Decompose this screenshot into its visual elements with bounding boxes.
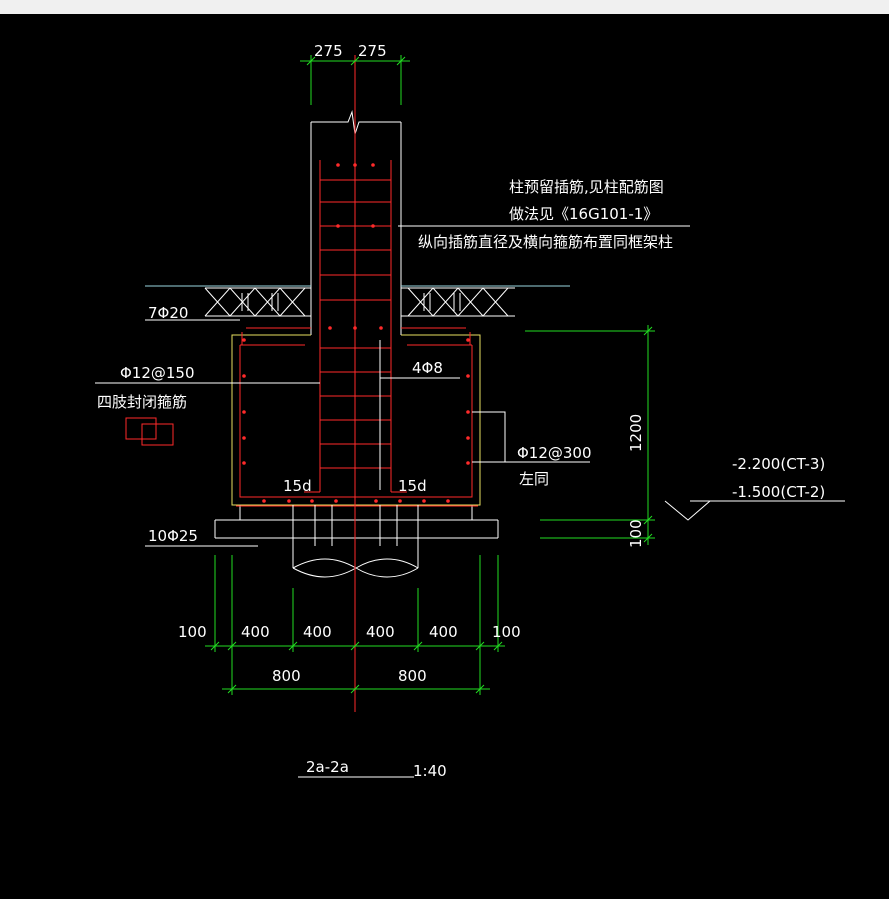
label-stirrup-desc: 四肢封闭箍筋: [97, 393, 187, 411]
pile-cap-rebar: [236, 327, 478, 507]
label-top-bars: 7Φ20: [148, 304, 188, 322]
stirrup-detail-symbol: [125, 417, 174, 446]
section-scale: 1:40: [413, 762, 447, 780]
label-side-bars: Φ12@300: [517, 444, 592, 462]
label-anchor-left: 15d: [283, 477, 312, 495]
dim-height-pad: 100: [627, 519, 645, 548]
dim-top-right: 275: [358, 42, 387, 60]
pile-cap-outline: [214, 334, 499, 539]
dim-total-left: 800: [272, 667, 301, 685]
pile-cap-rebar-dots: [242, 338, 470, 503]
label-elev-2: -1.500(CT-2): [732, 483, 825, 501]
pile-head: [292, 505, 419, 578]
column-rebar-dots: [328, 163, 383, 330]
note-line-3: 纵向插筋直径及横向箍筋布置同框架柱: [418, 233, 673, 251]
side-bar-bracket: [472, 411, 506, 463]
note-line-1: 柱预留插筋,见柱配筋图: [509, 178, 664, 196]
column-outline: [310, 110, 402, 335]
dim-bottom-6: 100: [492, 623, 521, 641]
dim-bottom-4: 400: [366, 623, 395, 641]
dim-height-main: 1200: [627, 414, 645, 452]
label-bottom-bars: 10Φ25: [148, 527, 198, 545]
dim-bottom-2: 400: [241, 623, 270, 641]
dim-bottom-1: 100: [178, 623, 207, 641]
window-top-bar: [0, 0, 889, 14]
dim-total-right: 800: [398, 667, 427, 685]
dimension-lines: [205, 55, 655, 695]
leader-lines: [95, 225, 845, 547]
label-elev-1: -2.200(CT-3): [732, 455, 825, 473]
cad-drawing-canvas[interactable]: 275 275 1200 100 100 400 400 400 400 100…: [0, 14, 889, 899]
label-stirrup: Φ12@150: [120, 364, 195, 382]
tie-beam-hatch: [204, 287, 515, 317]
section-title: 2a-2a: [306, 758, 349, 776]
dim-top-left: 275: [314, 42, 343, 60]
label-side-bars-note: 左同: [519, 470, 549, 488]
dim-bottom-3: 400: [303, 623, 332, 641]
label-anchor-right: 15d: [398, 477, 427, 495]
label-inner-bars: 4Φ8: [412, 359, 443, 377]
dim-bottom-5: 400: [429, 623, 458, 641]
note-line-2: 做法见《16G101-1》: [509, 205, 658, 223]
